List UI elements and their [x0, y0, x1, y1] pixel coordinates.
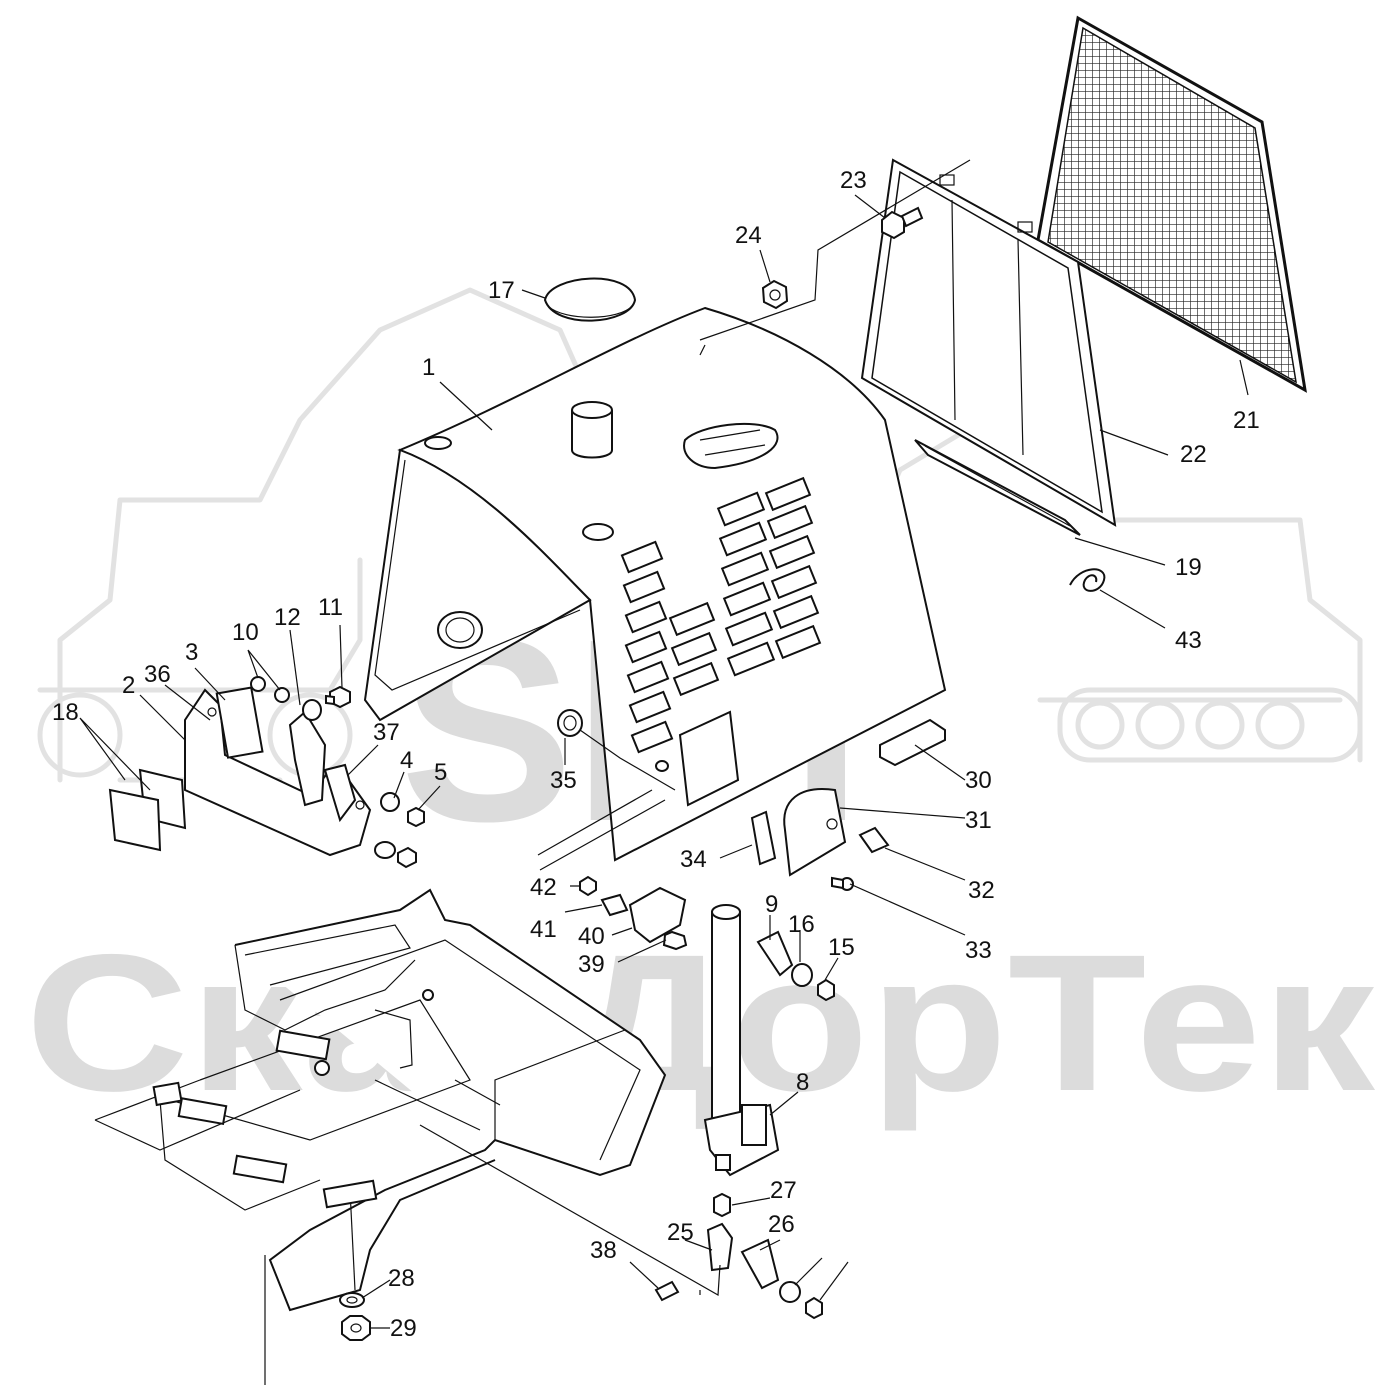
spacer-41-icon	[600, 893, 629, 917]
latch-icon	[858, 826, 890, 854]
part-label: 26	[768, 1211, 795, 1238]
nut-icon	[761, 279, 789, 310]
part-label: 10	[232, 619, 259, 646]
washer-28-icon	[339, 1292, 365, 1308]
part-label: 11	[318, 594, 343, 621]
bolt-icon	[881, 206, 924, 240]
part-label: 3	[185, 639, 198, 666]
rubber-strip	[914, 439, 1081, 536]
part-label: 29	[390, 1315, 417, 1342]
part-label: 36	[144, 661, 171, 688]
part-label: 24	[735, 222, 762, 249]
clevis-pin-9	[756, 930, 794, 977]
part-label: 38	[590, 1237, 617, 1264]
bolt-5-icon	[407, 806, 425, 828]
part-label: 30	[965, 767, 992, 794]
watermark-machine-right-icon	[857, 407, 1363, 763]
part-label: 16	[788, 911, 815, 938]
nut-29-icon	[341, 1315, 371, 1341]
hood-louvres	[620, 476, 822, 754]
grommet-icon	[557, 709, 583, 737]
part-label: 4	[400, 747, 413, 774]
part-label: 1	[422, 354, 435, 381]
mounting-bracket	[184, 686, 372, 857]
filler-cap	[543, 277, 637, 322]
part-label: 43	[1175, 627, 1202, 654]
nut-42-icon	[579, 875, 597, 897]
part-label: 23	[840, 167, 867, 194]
rubber-pads	[108, 768, 187, 852]
leader-lines	[79, 194, 1249, 1329]
part-label: 35	[550, 767, 577, 794]
washer-bolt-lower-icon	[374, 841, 417, 869]
bolt-39-icon	[662, 930, 688, 951]
bolt-15b-icon	[805, 1296, 823, 1320]
bracket-40	[628, 886, 687, 944]
part-label: 33	[965, 937, 992, 964]
washer-16-icon	[791, 963, 813, 987]
part-label: 32	[968, 877, 995, 904]
part-label: 37	[373, 719, 400, 746]
bolt-27-icon	[713, 1192, 731, 1218]
part-label: 2	[122, 672, 135, 699]
cover-plate	[783, 788, 847, 877]
part-label: 21	[1233, 407, 1260, 434]
part-label: 41	[530, 916, 557, 943]
part-label: 15	[828, 934, 855, 961]
part-label: 31	[965, 807, 992, 834]
part-label: 9	[765, 891, 778, 918]
mesh-screen	[1036, 15, 1307, 393]
part-label: 19	[1175, 554, 1202, 581]
spring-clip-icon	[1069, 568, 1106, 592]
part-label: 5	[434, 759, 447, 786]
part-label: 39	[578, 951, 605, 978]
washer-16b-icon	[779, 1281, 801, 1303]
screw-33-icon	[831, 876, 854, 891]
bushing-icon	[250, 676, 290, 703]
gas-strut	[703, 904, 780, 1177]
part-labels: 1 2 3 4 5 8 9 10 11 12 15 16 17 18 19 21…	[52, 167, 1260, 1342]
part-label: 40	[578, 923, 605, 950]
bolt-15-icon	[817, 978, 835, 1002]
bolt-11-icon	[325, 685, 351, 709]
engine-hood	[363, 306, 947, 862]
part-label: 42	[530, 874, 557, 901]
part-label: 25	[667, 1219, 694, 1246]
washer-4-icon	[380, 792, 400, 812]
part-label: 17	[488, 277, 515, 304]
part-label: 8	[796, 1069, 809, 1096]
part-label: 18	[52, 699, 79, 726]
grille-frame	[860, 158, 1117, 527]
part-label: 28	[388, 1265, 415, 1292]
rubber-block	[879, 718, 946, 767]
part-label: 22	[1180, 441, 1207, 468]
hinge-plate	[750, 810, 777, 866]
washer-12-icon	[302, 699, 322, 721]
set-screw-38-icon	[654, 1280, 680, 1302]
part-label: 27	[770, 1177, 797, 1204]
part-label: 12	[274, 604, 301, 631]
watermark-company-name: СканДорТек	[25, 914, 1375, 1132]
pin-26-icon	[740, 1238, 780, 1290]
clevis-25	[706, 1222, 734, 1272]
chassis-frame	[94, 888, 667, 1385]
part-label: 34	[680, 846, 707, 873]
